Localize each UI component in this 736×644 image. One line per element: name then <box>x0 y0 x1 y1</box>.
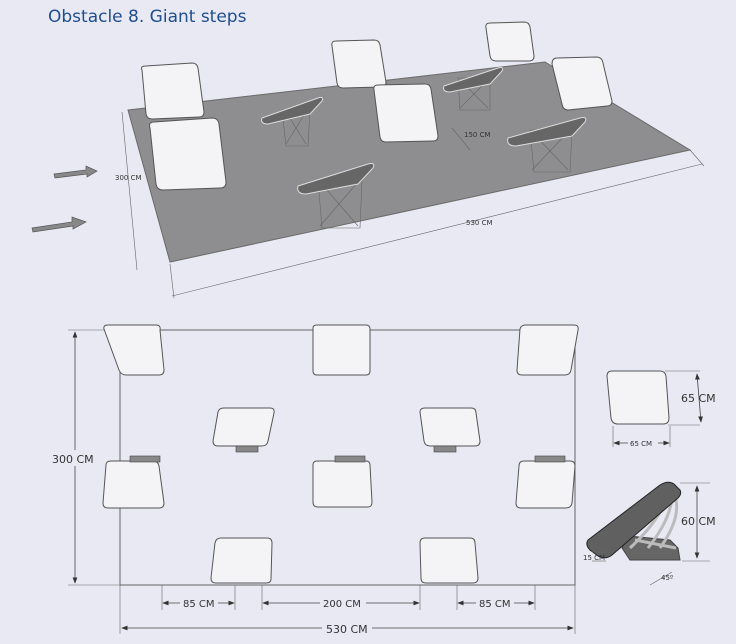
incline-ramp <box>507 117 587 173</box>
step-tile <box>485 21 535 62</box>
step-tile <box>419 537 479 584</box>
tile-height-label: 65 CM <box>681 392 716 405</box>
plan-length-label: 530 CM <box>326 623 368 636</box>
base-height-label: 15 CM <box>583 554 605 562</box>
step-tile <box>419 407 481 447</box>
detail-tile <box>606 370 670 425</box>
step-tile <box>551 56 613 111</box>
perspective-view <box>31 21 705 299</box>
step-tile <box>312 460 373 508</box>
gap-center-label: 200 CM <box>323 599 361 610</box>
tile-detail <box>606 370 703 447</box>
page-title: Obstacle 8. Giant steps <box>48 7 247 27</box>
step-tile <box>103 324 165 376</box>
perspective-width-label: 300 CM <box>115 174 142 182</box>
perspective-spacing-label: 150 CM <box>464 131 491 139</box>
step-tile <box>515 460 576 509</box>
angle-label: 45º <box>661 574 673 582</box>
step-tile <box>141 62 205 120</box>
step-tile <box>210 537 273 584</box>
incline-ramp <box>297 163 375 229</box>
tile-width-label: 65 CM <box>630 440 652 448</box>
step-tile <box>373 83 439 143</box>
step-tile <box>312 324 371 376</box>
step-tile <box>102 460 165 509</box>
plan-width-label: 300 CM <box>52 453 94 466</box>
ramp-detail <box>586 481 710 586</box>
gap-right-label: 85 CM <box>479 599 511 610</box>
step-tile <box>212 407 275 447</box>
ramp-height-label: 60 CM <box>681 515 716 528</box>
plan-view <box>68 324 579 634</box>
gap-left-label: 85 CM <box>183 599 215 610</box>
step-tiles <box>102 324 579 584</box>
incline-ramp <box>443 66 503 111</box>
step-tile <box>149 117 227 191</box>
step-tile <box>516 324 579 376</box>
perspective-length-label: 530 CM <box>466 219 493 227</box>
direction-arrow <box>53 165 98 179</box>
step-tile <box>331 39 387 89</box>
incline-ramp <box>261 96 323 147</box>
direction-arrow <box>31 216 87 233</box>
